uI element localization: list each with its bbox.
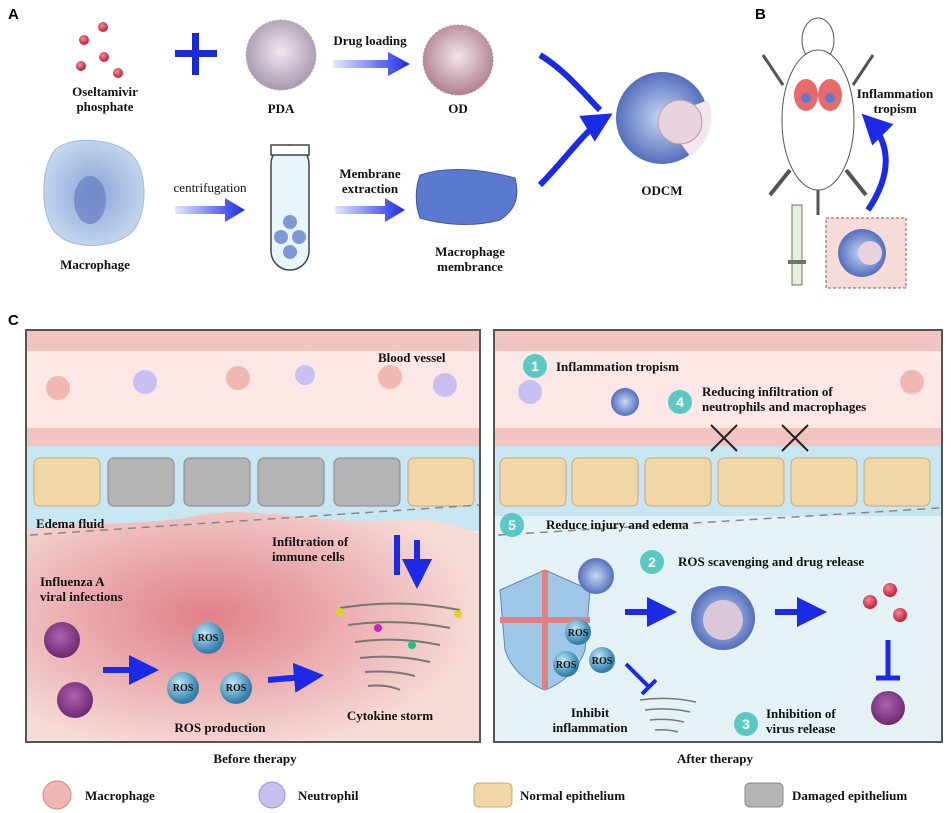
membrane-extraction-arrow — [335, 198, 405, 222]
infiltration-label: Infiltration of immune cells — [272, 534, 349, 564]
odcm-particle — [616, 72, 712, 164]
plus-icon — [175, 33, 217, 75]
ros-left-3: ROS — [225, 683, 247, 694]
after-epithelium — [499, 457, 931, 507]
odcm-small-right — [578, 558, 614, 594]
cytokine-storm-icon — [336, 602, 462, 691]
inhibit-inflammation-label: Inhibit inflammation — [552, 705, 628, 735]
step-2-badge: 2 — [640, 550, 664, 574]
inhibit-inflammation-bar — [624, 662, 658, 696]
test-tube — [270, 144, 310, 271]
macrophage-membrane-sheet — [415, 168, 518, 225]
merge-arrow-bottom — [537, 113, 613, 188]
inflamed-tissue — [27, 512, 479, 741]
legend-neutrophil-label: Neutrophil — [298, 788, 359, 803]
ros-right-3: ROS — [591, 656, 613, 667]
edema-fluid-label: Edema fluid — [36, 516, 105, 531]
ros-spheres-left — [167, 622, 252, 704]
pda-particle — [245, 19, 317, 91]
membrane-extraction-label: Membrane extraction — [339, 166, 401, 196]
inflammation-tropism-b-label: Inflammation tropism — [856, 86, 934, 116]
odcm-release-particle — [691, 586, 755, 650]
panel-label-a: A — [8, 6, 19, 23]
legend-neutrophil-icon — [258, 781, 286, 809]
ros-right-2: ROS — [555, 660, 577, 671]
virus-right — [871, 691, 905, 725]
inset-odcm — [825, 217, 907, 289]
pda-label: PDA — [267, 101, 295, 116]
syringe — [788, 204, 806, 286]
centrifugation-label: centrifugation — [173, 180, 247, 195]
influenza-label: Influenza A viral infections — [40, 574, 123, 604]
before-vessel-cells — [46, 365, 457, 400]
before-epithelium — [33, 457, 475, 507]
od-particle — [422, 24, 494, 96]
infiltration-arrows — [397, 535, 417, 580]
panel-label-c: C — [8, 312, 19, 329]
ros-left-2: ROS — [172, 683, 194, 694]
ros-left-1: ROS — [197, 633, 219, 644]
after-vessel-cells — [518, 370, 924, 416]
centrifugation-arrow — [175, 198, 245, 222]
step-5-badge: 5 — [500, 513, 524, 537]
merge-arrow-top — [538, 52, 603, 113]
oseltamivir-label: Oseltamivir phosphate — [72, 84, 138, 114]
ros-arrow-2 — [267, 662, 324, 693]
step-3-label: Inhibition of virus release — [766, 706, 836, 736]
drug-loading-arrow — [333, 52, 410, 76]
before-therapy-caption: Before therapy — [213, 751, 297, 766]
ros-production-label: ROS production — [174, 720, 266, 735]
vessel-wall-top — [27, 331, 479, 446]
tropism-arrow — [861, 113, 894, 212]
after-therapy-caption: After therapy — [677, 751, 753, 766]
odcm-label: ODCM — [641, 183, 683, 198]
ros-right-1: ROS — [567, 628, 589, 639]
step-1-badge: 1 — [523, 354, 547, 378]
after-vessel-wall — [495, 331, 941, 446]
panel-label-b: B — [755, 6, 766, 23]
drug-dots-right — [863, 583, 907, 622]
step-3-badge: 3 — [734, 712, 758, 736]
macrophage-membrane-label: Macrophage membrance — [435, 244, 505, 274]
legend-macrophage-label: Macrophage — [85, 788, 155, 803]
step-5-label: Reduce injury and edema — [546, 517, 689, 532]
step-2-label: ROS scavenging and drug release — [678, 554, 865, 569]
step-4-badge: 4 — [668, 390, 692, 414]
legend-damaged-label: Damaged epithelium — [792, 788, 908, 803]
inhibit-virus-bar — [876, 640, 900, 681]
legend-damaged-icon — [744, 782, 784, 808]
drug-loading-label: Drug loading — [333, 33, 407, 48]
mouse-body — [761, 17, 875, 215]
cross-marks — [710, 424, 809, 452]
cytokine-storm-label: Cytokine storm — [346, 708, 434, 723]
od-label: OD — [448, 101, 468, 116]
ros-spheres-right — [553, 619, 615, 677]
before-dash-line — [29, 504, 480, 536]
macrophage-cell — [43, 139, 145, 246]
step-4-label: Reducing infiltration of neutrophils and… — [702, 384, 867, 414]
small-cytokine-storm — [639, 697, 697, 733]
legend-macrophage-icon — [42, 780, 72, 810]
after-dash-line — [497, 507, 941, 536]
legend-normal-label: Normal epithelium — [520, 788, 626, 803]
macrophage-label: Macrophage — [60, 257, 130, 272]
oseltamivir-dots — [76, 22, 123, 78]
step-1-label: Inflammation tropism — [556, 359, 679, 374]
blood-vessel-label: Blood vessel — [378, 350, 446, 365]
legend-normal-icon — [473, 782, 513, 808]
viruses-left — [44, 622, 93, 718]
